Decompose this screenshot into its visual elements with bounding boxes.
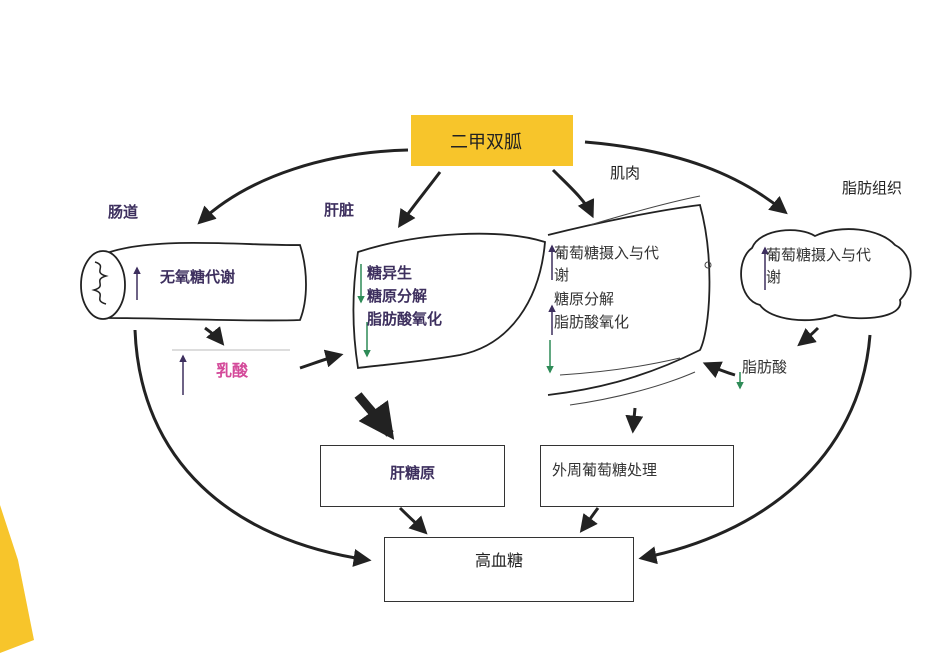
loop-arc-top-right [584,140,788,215]
liver-glycogen-label: 肝糖原 [390,464,436,482]
muscle-effect-glycogenolysis: 糖原分解 [554,290,615,308]
peripheral-glucose-box [540,445,734,507]
hyperglycemia-box [384,537,634,602]
arrow-fatty-acid-to-muscle [702,361,736,379]
liver-glycogen-box [320,445,505,507]
arrow-drug-to-liver [398,171,442,228]
arrow-drug-to-muscle [551,168,595,219]
gut-opening [80,250,126,320]
drug-label: 二甲双胍 [450,132,522,153]
arrow-glycogen-to-hyperglycemia [398,506,428,535]
arrow-muscle-to-peripheral [625,407,644,434]
loop-arc-right [638,334,872,565]
muscle-label: 肌肉 [610,164,641,182]
liver-effect-gluconeogenesis: 糖异生 [367,264,413,282]
fatty-acid-label: 脂肪酸 [742,358,788,376]
liver-effect-fatty-acid-oxidation: 脂肪酸氧化 [367,310,443,328]
muscle-fiber-3 [569,371,696,406]
arrow-adipose-to-fatty-acid [797,326,820,347]
gut-shape [109,241,307,322]
loop-arc-top-left [197,148,409,225]
gut-effect-label: 无氧糖代谢 [160,268,236,286]
muscle-dot [704,261,712,269]
muscle-effect-fatty-acid-oxidation: 脂肪酸氧化 [554,313,630,331]
hyperglycemia-label: 高血糖 [475,551,524,570]
adipose-shape [740,228,912,322]
adipose-label: 脂肪组织 [842,179,903,197]
arrow-peripheral-to-hyperglycemia [579,507,600,533]
arrow-gut-to-lactate [204,326,225,346]
loop-arc-left [133,329,372,567]
liver-label: 肝脏 [324,201,355,219]
gut-label: 肠道 [108,203,139,221]
muscle-fiber-1 [589,195,701,226]
muscle-effect-uptake-line2: 谢 [554,266,570,284]
adipose-effect-line2: 谢 [766,268,782,286]
decorative-yellow-shape [0,505,34,653]
arrow-lactate-to-liver [299,349,344,370]
muscle-shape [547,204,711,396]
liver-effect-glycogenolysis: 糖原分解 [367,287,428,305]
muscle-fiber-2 [559,357,681,376]
drug-box [411,115,573,166]
muscle-effect-uptake-line1: 葡萄糖摄入与代 [554,244,660,262]
lactate-label: 乳酸 [216,361,249,380]
arrow-liver-to-glycogen [354,392,395,440]
liver-shape [352,232,546,370]
adipose-effect-line1: 葡萄糖摄入与代 [766,246,872,264]
peripheral-glucose-label: 外周葡萄糖处理 [552,461,658,479]
gut-villi [91,261,109,305]
